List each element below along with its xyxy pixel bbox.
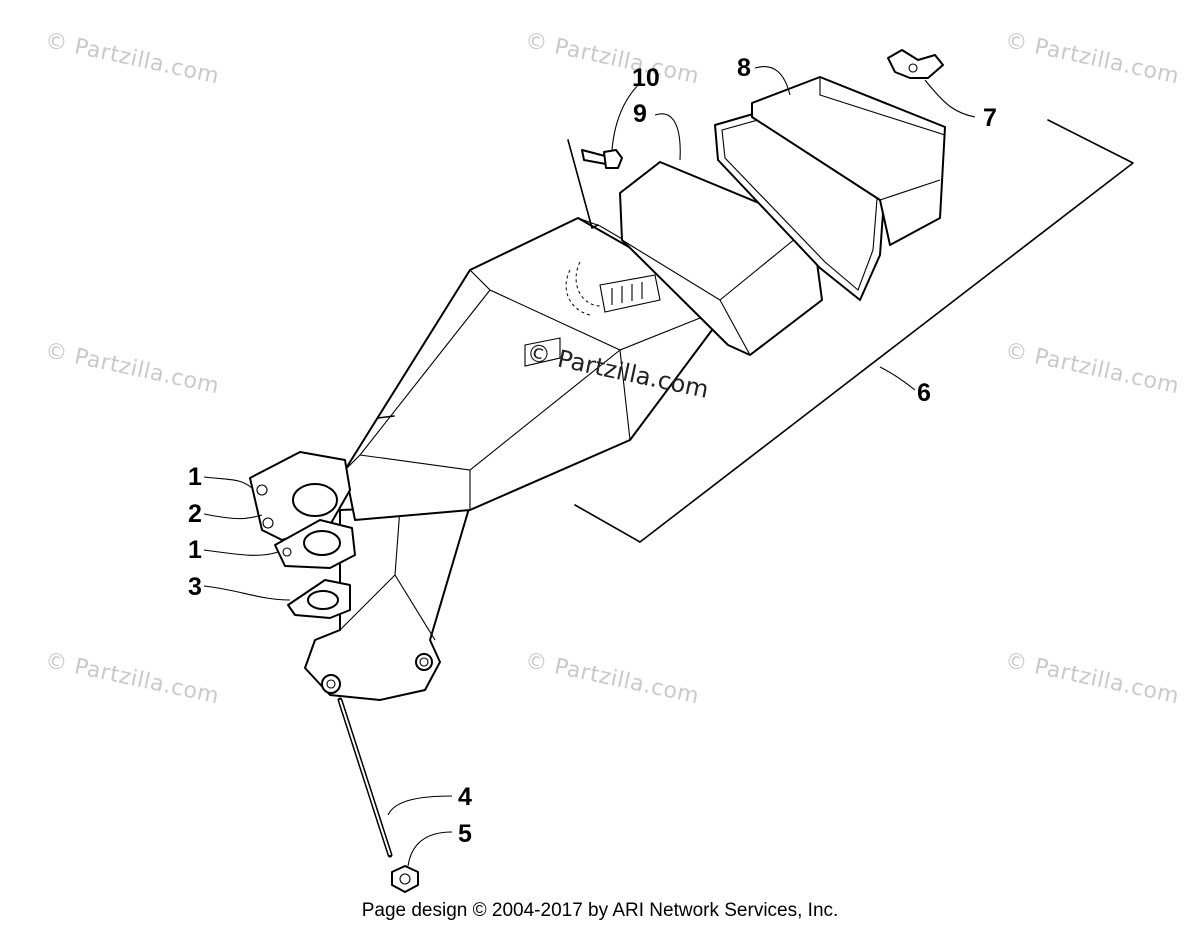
- callout-3: 3: [188, 573, 202, 601]
- stud-4: [337, 697, 393, 858]
- bracket-6: [574, 119, 1134, 543]
- gasket-1-lower: [274, 519, 356, 569]
- callout-9: 9: [633, 100, 647, 128]
- filter-8: [751, 76, 946, 246]
- mount-hole: [415, 653, 433, 671]
- callout-1-upper: 1: [188, 463, 202, 491]
- callout-10: 10: [632, 64, 660, 92]
- callout-8: 8: [737, 54, 751, 82]
- callout-7: 7: [983, 104, 997, 132]
- airbox-housing: [344, 217, 723, 521]
- copyright-footer: Page design © 2004-2017 by ARI Network S…: [361, 900, 839, 921]
- gasket-3: [287, 579, 351, 619]
- callout-2: 2: [188, 500, 202, 528]
- nut-5: [391, 865, 419, 893]
- callout-5: 5: [458, 820, 472, 848]
- callout-6: 6: [917, 379, 931, 407]
- mount-hole: [321, 674, 341, 694]
- callout-1-lower: 1: [188, 536, 202, 564]
- intake-flange: [249, 451, 351, 541]
- callout-4: 4: [458, 783, 472, 811]
- wing-nut-7: [887, 49, 944, 79]
- leader-lines: [203, 66, 976, 867]
- screw-10: [567, 139, 623, 229]
